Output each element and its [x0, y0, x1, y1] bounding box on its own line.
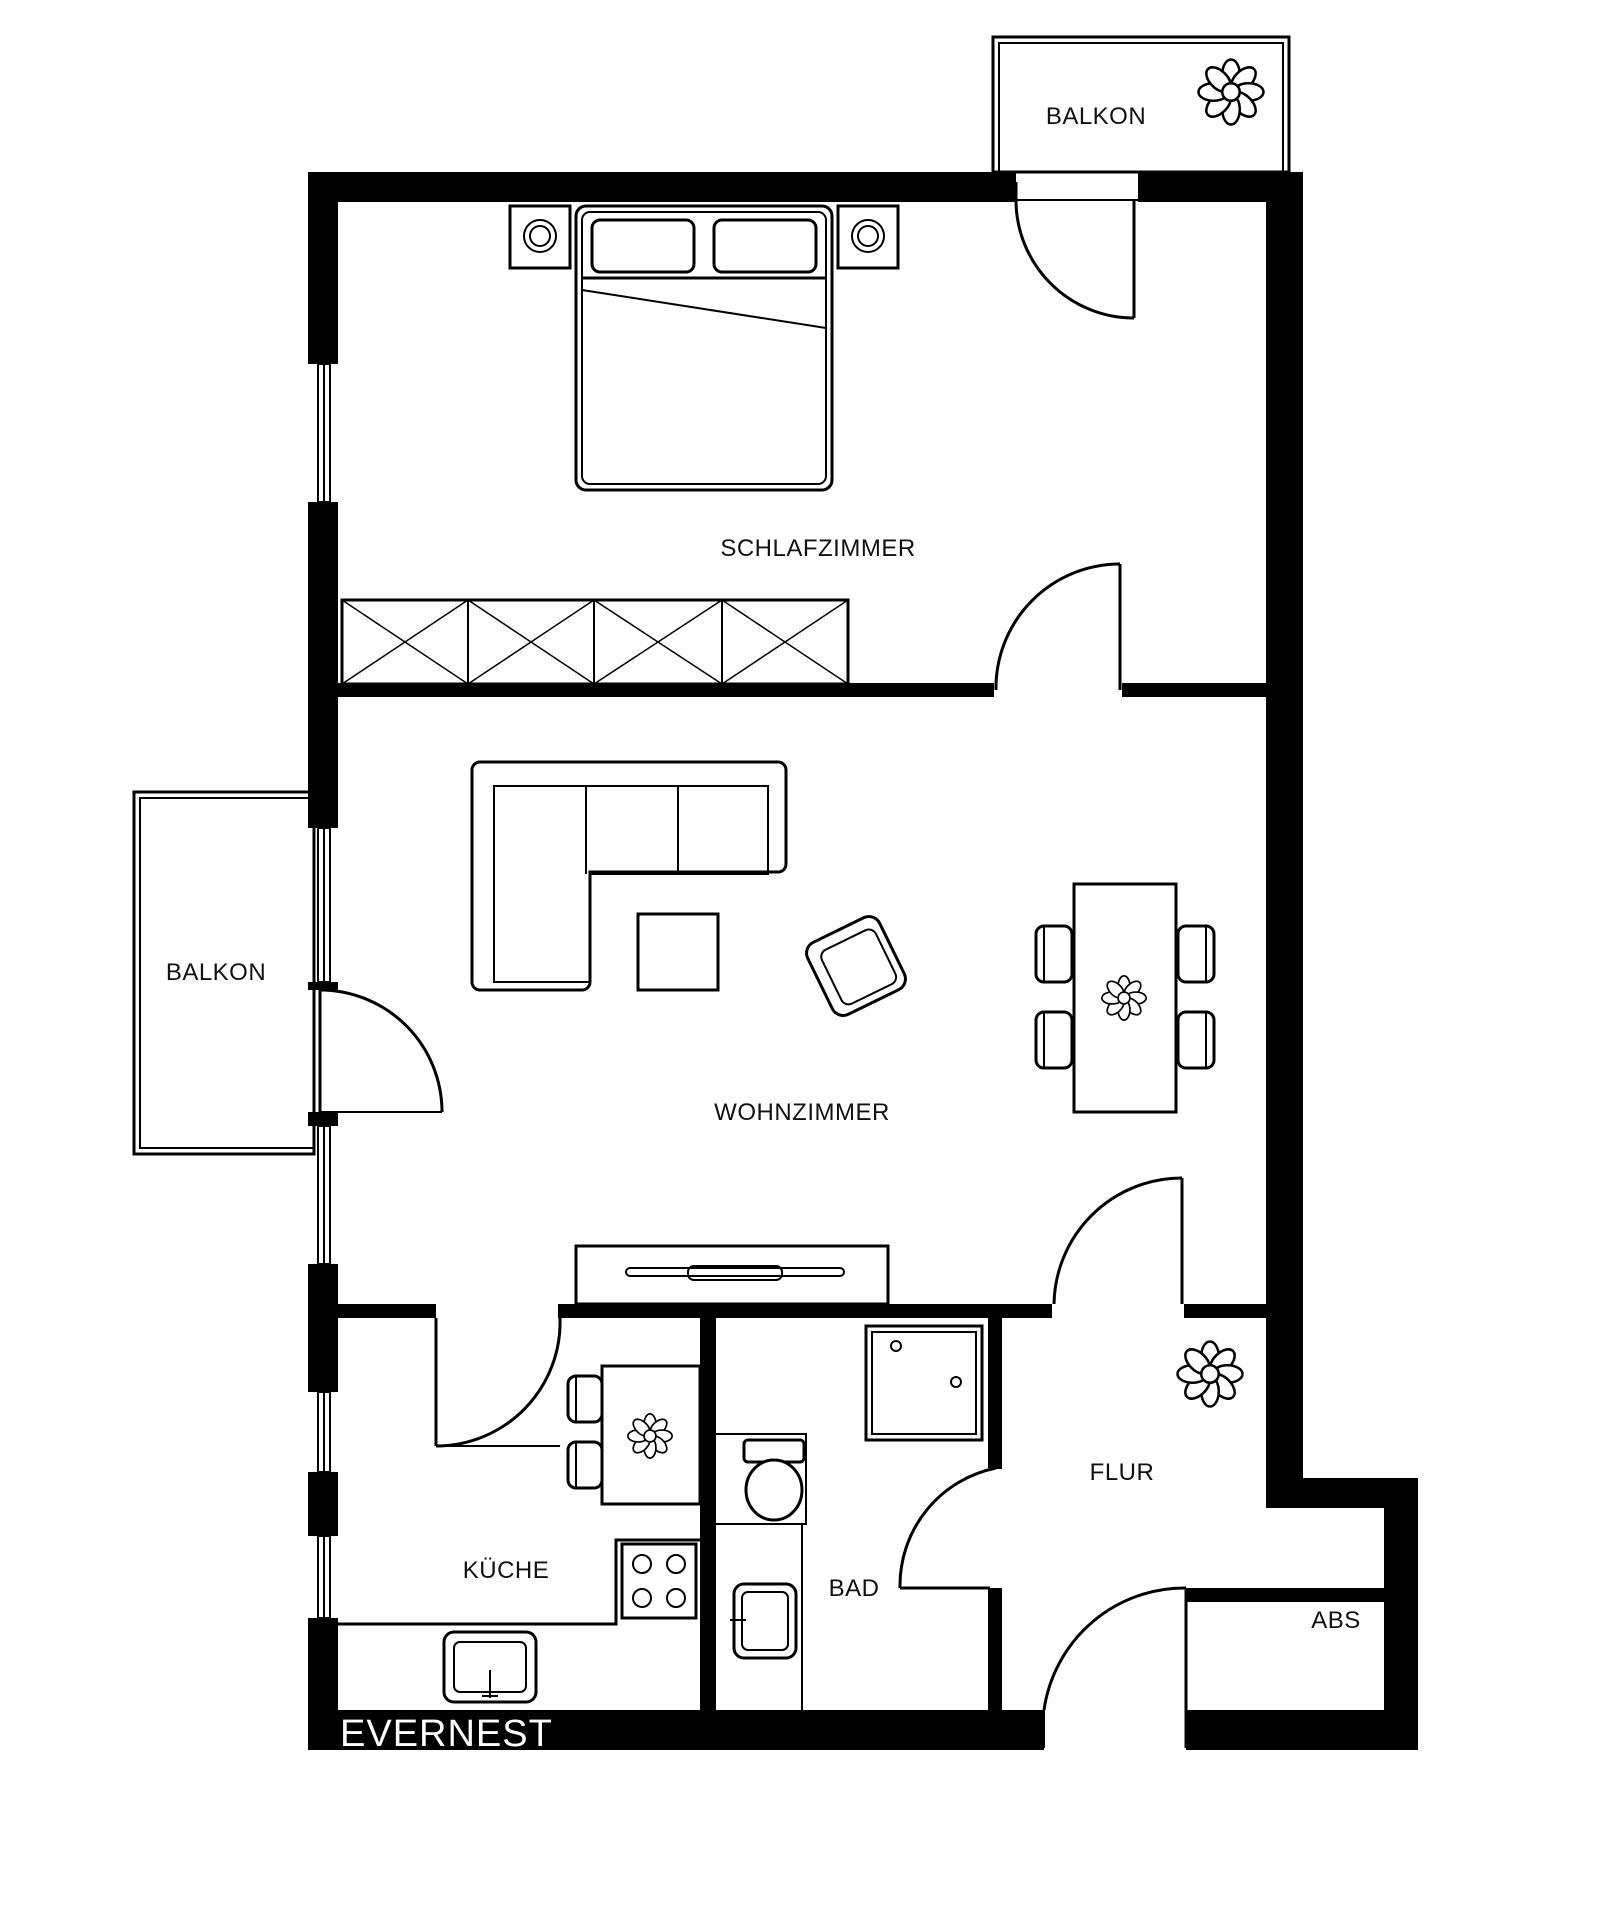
dining-table: [1072, 882, 1178, 1114]
balcony-left: [132, 790, 316, 1156]
bed: [574, 204, 834, 492]
wardrobe: [340, 598, 850, 686]
brand-logo: EVERNEST: [340, 1713, 553, 1755]
armchair: [805, 915, 907, 1017]
label-balkon-left: BALKON: [166, 959, 266, 986]
shower: [864, 1324, 984, 1442]
label-kueche: KÜCHE: [463, 1557, 550, 1584]
doors: [318, 182, 1188, 1748]
flower-icon: [1176, 1340, 1244, 1408]
coffee-table: [636, 912, 720, 992]
kitchen-sink: [442, 1630, 538, 1704]
windows: [317, 363, 331, 1619]
walls: [308, 172, 1418, 1750]
nightstand-right: [836, 204, 900, 270]
sofa: [470, 760, 788, 992]
kitchen-counter: [338, 1538, 700, 1626]
toilet: [716, 1433, 807, 1525]
stove: [620, 1542, 698, 1620]
dining-chairs: [1034, 924, 1216, 1070]
label-wohnzimmer: WOHNZIMMER: [714, 1099, 890, 1126]
flower-icon: [1101, 975, 1147, 1021]
label-flur: FLUR: [1090, 1459, 1155, 1486]
label-bad: BAD: [829, 1575, 880, 1602]
tv-board: [574, 1244, 890, 1306]
bathroom-sink: [716, 1523, 803, 1710]
flower-icon: [1197, 58, 1265, 126]
label-abs: ABS: [1311, 1607, 1361, 1634]
kitchen-table: [566, 1364, 702, 1506]
label-schlafzimmer: SCHLAFZIMMER: [720, 535, 915, 562]
flower-icon: [627, 1413, 673, 1459]
nightstand-left: [508, 204, 572, 270]
label-balkon-top: BALKON: [1046, 103, 1146, 130]
